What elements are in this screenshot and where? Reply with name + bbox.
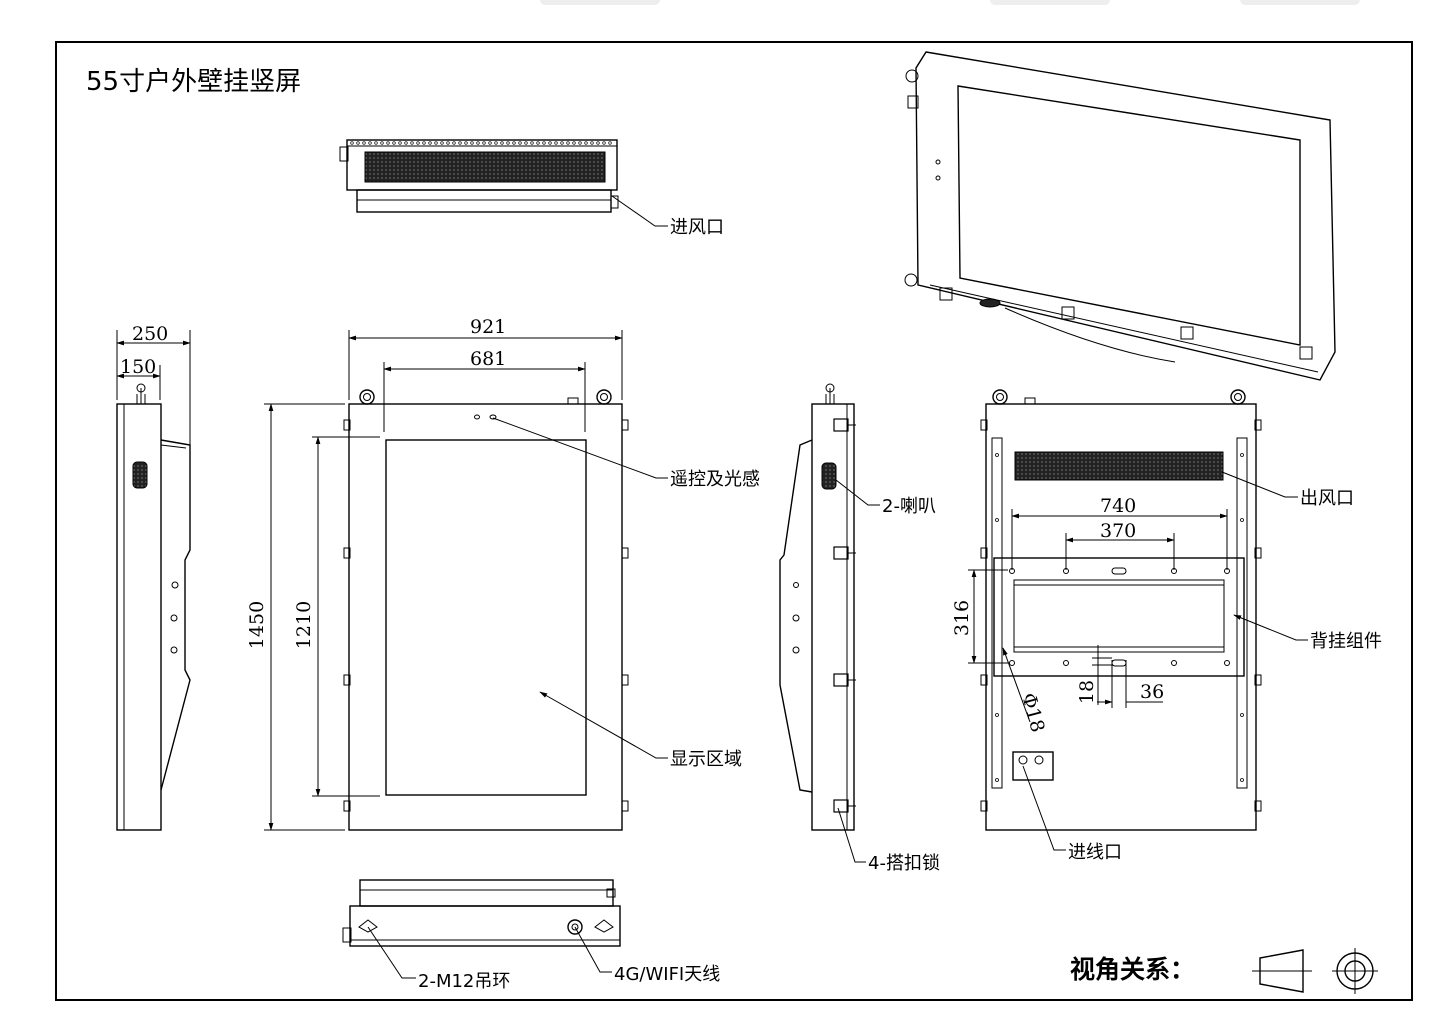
label-lifting-rings: 2-M12吊环 — [418, 971, 510, 992]
leader-display-area — [539, 691, 668, 759]
leader-latches — [837, 807, 866, 863]
leader-air-inlet — [611, 195, 668, 227]
leader-air-outlet — [1221, 471, 1298, 498]
wall-mount-bracket — [993, 557, 1245, 677]
dim-side-depth-inner: 150 — [120, 356, 156, 378]
label-wall-mount: 背挂组件 — [1310, 631, 1382, 652]
bottom-view: 2-M12吊环 4G/WIFI天线 — [342, 879, 720, 992]
dim-hole-span-outer: 740 — [1100, 495, 1136, 517]
dim-inner-height: 1210 — [293, 601, 315, 649]
top-tab-stub — [1240, 0, 1360, 5]
label-cable-entry: 进线口 — [1068, 842, 1122, 863]
leader-remote-sensor — [492, 417, 668, 479]
lifting-ring — [596, 389, 612, 405]
dim-slot-width: 36 — [1140, 681, 1164, 703]
drawing-title: 55寸户外壁挂竖屏 — [86, 67, 301, 97]
leader-cable-entry — [1022, 765, 1066, 851]
label-air-inlet: 进风口 — [670, 217, 724, 238]
dim-hole-dia: Φ18 — [1017, 691, 1049, 735]
isometric-view — [904, 51, 1336, 381]
rear-view: 出风口 740 370 316 Φ18 18 36 — [951, 389, 1382, 863]
leader-antenna — [574, 926, 612, 973]
top-view: 进风口 — [339, 139, 724, 238]
air-inlet-grille — [364, 151, 606, 183]
label-antenna: 4G/WIFI天线 — [614, 964, 720, 985]
dim-width: 921 — [470, 316, 506, 338]
top-tab-stub — [990, 0, 1110, 5]
leader-wall-mount — [1233, 614, 1308, 641]
lifting-ring — [359, 389, 375, 405]
dim-slot-height: 18 — [1076, 680, 1098, 704]
label-display-area: 显示区域 — [670, 749, 742, 770]
front-view: 921 681 1450 1210 遥控及光感 显示区域 — [246, 316, 760, 831]
label-remote-sensor: 遥控及光感 — [670, 469, 760, 490]
speaker-grille — [132, 461, 148, 489]
projection-symbol: 视角关系： — [1070, 948, 1378, 994]
top-tab-stub — [540, 0, 660, 5]
display-area — [385, 439, 587, 796]
label-latches: 4-搭扣锁 — [868, 853, 940, 874]
projection-label: 视角关系： — [1070, 955, 1195, 984]
label-air-outlet: 出风口 — [1300, 488, 1354, 509]
dim-height: 1450 — [246, 601, 268, 649]
dim-inner-width: 681 — [470, 348, 506, 370]
iso-display-area — [957, 85, 1301, 346]
air-outlet-grille — [1014, 451, 1224, 481]
left-side-view: 250 150 — [116, 323, 191, 831]
sheet-border — [55, 41, 1413, 1001]
leader-speakers — [835, 479, 880, 506]
label-speakers: 2-喇叭 — [882, 496, 936, 517]
leader-lifting-rings — [367, 926, 416, 979]
dim-bracket-height: 316 — [951, 600, 973, 636]
dim-side-depth: 250 — [132, 323, 168, 345]
dim-hole-span-inner: 370 — [1100, 520, 1136, 542]
speaker-grille — [821, 462, 837, 490]
cable-entry-box — [1012, 751, 1054, 781]
right-side-view: 2-喇叭 4-搭扣锁 — [779, 383, 940, 874]
